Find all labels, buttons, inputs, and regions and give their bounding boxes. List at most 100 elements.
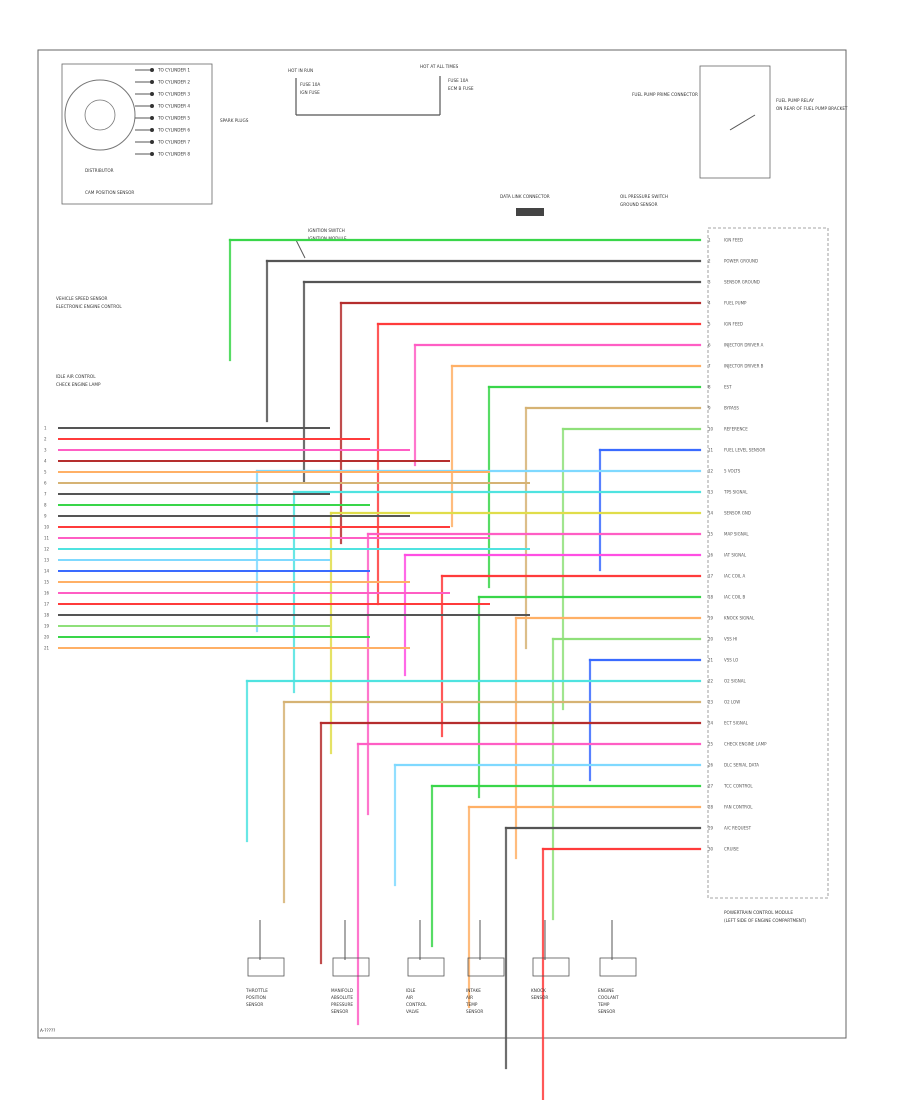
pcm-pin-label: IAC COIL A — [724, 574, 746, 579]
pcm-pin-number: 10 — [708, 427, 714, 432]
left-pin-number: 11 — [44, 536, 50, 541]
pcm-pin-label: FAN CONTROL — [724, 805, 753, 810]
left-pin-number: 1 — [44, 426, 47, 431]
svg-text:IDLE: IDLE — [406, 988, 416, 993]
distributor: DISTRIBUTOR CAM POSITION SENSOR TO CYLIN… — [61, 63, 213, 205]
pcm-pin-number: 21 — [708, 658, 714, 663]
svg-text:SENSOR: SENSOR — [531, 995, 548, 1000]
pcm-pin-number: 4 — [708, 301, 711, 306]
pcm-pin-number: 7 — [708, 364, 711, 369]
distributor-output-label: TO CYLINDER 6 — [157, 128, 190, 133]
pcm-pin-label: VSS LO — [724, 658, 738, 663]
pcm-pin-label: IGN FEED — [724, 238, 743, 243]
pcm-pin-number: 24 — [708, 721, 714, 726]
pcm-pin-number: 18 — [708, 595, 714, 600]
pcm-pin-label: IGN FEED — [724, 322, 743, 327]
svg-text:KNOCK: KNOCK — [531, 988, 546, 993]
pcm-pin-number: 14 — [708, 511, 714, 516]
distributor-terminal — [150, 104, 154, 108]
pcm-pin-label: IAC COIL B — [724, 595, 746, 600]
pcm-pin-label: 5 VOLTS — [724, 469, 741, 474]
pcm-pin-number: 19 — [708, 616, 714, 621]
svg-text:AIR: AIR — [406, 995, 413, 1000]
pcm-module: POWERTRAIN CONTROL MODULE (LEFT SIDE OF … — [707, 227, 829, 923]
svg-text:ENGINE: ENGINE — [598, 988, 614, 993]
distributor-output-label: TO CYLINDER 8 — [157, 152, 190, 157]
svg-text:DATA LINK CONNECTOR: DATA LINK CONNECTOR — [500, 194, 550, 199]
left-pin-number: 16 — [44, 591, 50, 596]
pcm-pin-number: 17 — [708, 574, 714, 579]
svg-text:ELECTRONIC ENGINE CONTROL: ELECTRONIC ENGINE CONTROL — [56, 304, 122, 309]
left-pin-number: 8 — [44, 503, 47, 508]
oil-pressure-switch: OIL PRESSURE SWITCH GROUND SENSOR — [620, 194, 668, 207]
distributor-terminal — [150, 152, 154, 156]
left-pin-number: 21 — [44, 646, 50, 651]
svg-text:POWERTRAIN CONTROL MODULE: POWERTRAIN CONTROL MODULE — [724, 910, 793, 915]
pcm-pin-label: TPS SIGNAL — [723, 490, 748, 495]
distributor-terminal — [150, 128, 154, 132]
pcm-pin-number: 8 — [708, 385, 711, 390]
fuse-hot-all-times: HOT AT ALL TIMES FUSE 10A ECM B FUSE — [420, 64, 474, 115]
pcm-pin-label: DLC SERIAL DATA — [724, 763, 759, 768]
pcm-pin-number: 5 — [708, 322, 711, 327]
pcm-pin-number: 12 — [708, 469, 714, 474]
pcm-pin-number: 26 — [708, 763, 714, 768]
diagram-frame — [37, 49, 847, 1039]
svg-text:AIR: AIR — [466, 995, 473, 1000]
svg-text:IDLE AIR CONTROL: IDLE AIR CONTROL — [56, 374, 96, 379]
svg-text:VEHICLE SPEED SENSOR: VEHICLE SPEED SENSOR — [56, 296, 108, 301]
svg-text:HOT AT ALL TIMES: HOT AT ALL TIMES — [420, 64, 459, 69]
svg-text:MANIFOLD: MANIFOLD — [331, 988, 353, 993]
left-pin-number: 9 — [44, 514, 47, 519]
pcm-pin-label: EST — [724, 385, 732, 390]
pcm-pin-number: 20 — [708, 637, 714, 642]
footer-code: A-????? — [40, 1028, 55, 1033]
left-pin-number: 7 — [44, 492, 47, 497]
distributor-output-label: TO CYLINDER 1 — [157, 68, 190, 73]
pcm-pin-number: 13 — [708, 490, 714, 495]
svg-text:HOT IN RUN: HOT IN RUN — [288, 68, 313, 73]
pcm-pin-number: 28 — [708, 805, 714, 810]
pcm-pin-label: SENSOR GND — [724, 511, 751, 516]
distributor-output-label: TO CYLINDER 2 — [157, 80, 190, 85]
fuel-pump-relay: FUEL PUMP PRIME CONNECTOR FUEL PUMP RELA… — [632, 65, 848, 179]
svg-text:SENSOR: SENSOR — [598, 1009, 615, 1014]
svg-text:(LEFT SIDE OF ENGINE COMPARTME: (LEFT SIDE OF ENGINE COMPARTMENT) — [724, 918, 806, 923]
left-pin-number: 20 — [44, 635, 50, 640]
svg-text:OIL PRESSURE SWITCH: OIL PRESSURE SWITCH — [620, 194, 668, 199]
wire-harness — [228, 238, 702, 1100]
ignition-switch: IGNITION SWITCH IGNITION MODULE — [295, 228, 347, 259]
svg-text:INTAKE: INTAKE — [466, 988, 481, 993]
distributor-output-label: TO CYLINDER 3 — [157, 92, 190, 97]
svg-text:IGNITION SWITCH: IGNITION SWITCH — [308, 228, 345, 233]
pcm-pin-label: TCC CONTROL — [723, 784, 753, 789]
pcm-pin-number: 23 — [708, 700, 714, 705]
distributor-terminal — [150, 68, 154, 72]
pcm-pin-label: FUEL PUMP — [724, 301, 747, 306]
fuse-hot-run: HOT IN RUN FUSE 10A IGN FUSE — [288, 68, 440, 116]
pcm-pin-number: 2 — [708, 259, 711, 264]
pcm-pin-label: IAT SIGNAL — [724, 553, 747, 558]
svg-text:PRESSURE: PRESSURE — [331, 1002, 353, 1007]
distributor-output-label: TO CYLINDER 7 — [157, 140, 190, 145]
distributor-sub: CAM POSITION SENSOR — [85, 190, 134, 195]
svg-text:IGNITION MODULE: IGNITION MODULE — [308, 236, 347, 241]
svg-text:SENSOR: SENSOR — [246, 1002, 263, 1007]
pcm-pin-label: ECT SIGNAL — [724, 721, 749, 726]
svg-text:FUSE 10A: FUSE 10A — [448, 78, 468, 83]
pcm-pin-number: 15 — [708, 532, 714, 537]
pcm-pin-number: 6 — [708, 343, 711, 348]
distributor-terminal — [150, 116, 154, 120]
left-pin-number: 3 — [44, 448, 47, 453]
left-pin-number: 2 — [44, 437, 47, 442]
svg-text:ON REAR OF FUEL PUMP BRACKET: ON REAR OF FUEL PUMP BRACKET — [776, 106, 848, 111]
svg-text:SENSOR: SENSOR — [466, 1009, 483, 1014]
distributor-output-label: TO CYLINDER 4 — [157, 104, 190, 109]
pcm-pin-label: FUEL LEVEL SENSOR — [724, 448, 766, 453]
